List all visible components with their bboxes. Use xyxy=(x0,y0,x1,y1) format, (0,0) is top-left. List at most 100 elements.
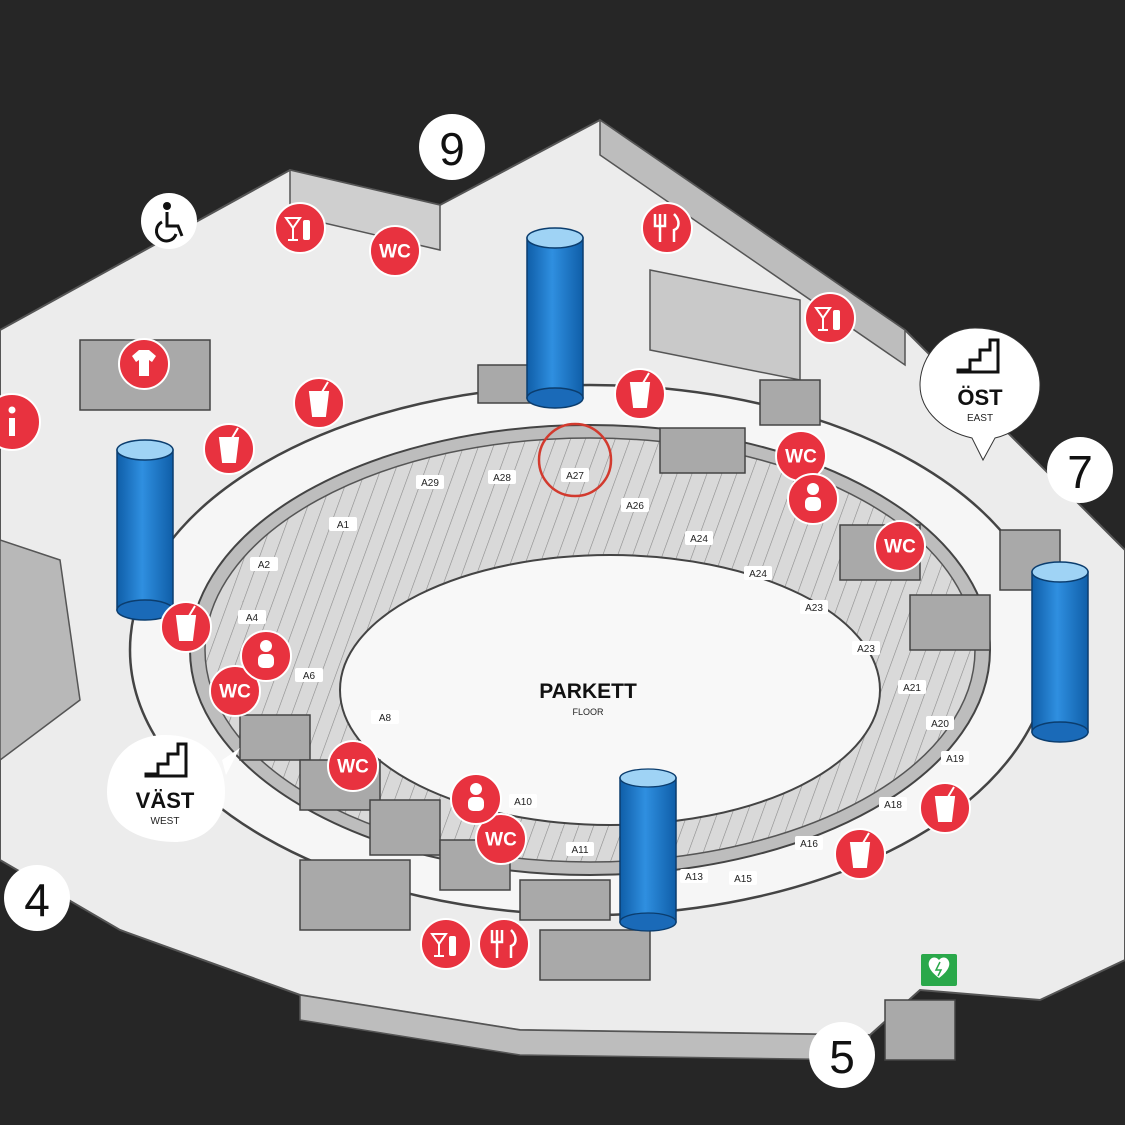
pillar xyxy=(116,439,174,621)
section-label-bg xyxy=(329,517,357,531)
points-of-interest: WC WC WC WC WC WC xyxy=(0,202,971,970)
section-a4[interactable]: A4 xyxy=(246,613,259,624)
wc-icon[interactable]: WC xyxy=(369,225,421,277)
section-label-bg xyxy=(685,531,713,545)
gate-9[interactable]: 9 xyxy=(419,114,485,180)
stairs-icon xyxy=(956,338,1000,374)
section-label-bg xyxy=(795,836,823,850)
gate-number: 9 xyxy=(439,123,465,175)
section-a26[interactable]: A26 xyxy=(626,501,644,512)
drink-icon[interactable] xyxy=(919,782,971,834)
gate-4[interactable]: 4 xyxy=(4,865,70,931)
section-a18[interactable]: A18 xyxy=(884,800,902,811)
floor-subtitle: FLOOR xyxy=(572,707,604,717)
wheelchair-icon[interactable] xyxy=(141,193,197,249)
section-a23[interactable]: A23 xyxy=(857,644,875,655)
section-label-bg xyxy=(371,710,399,724)
gate-number: 4 xyxy=(24,874,50,926)
section-label-bg xyxy=(898,680,926,694)
section-label-bg xyxy=(941,751,969,765)
section-a2[interactable]: A2 xyxy=(258,560,271,571)
bar-icon[interactable] xyxy=(420,918,472,970)
drink-icon[interactable] xyxy=(834,828,886,880)
stairs-east[interactable]: ÖST EAST xyxy=(919,327,1041,462)
merchandise-icon[interactable] xyxy=(118,338,170,390)
wc-label: WC xyxy=(337,757,369,778)
baby-care-icon[interactable] xyxy=(450,773,502,825)
stairs-east-subtitle: EAST xyxy=(967,413,993,424)
baby-care-icon[interactable] xyxy=(240,630,292,682)
section-label-bg xyxy=(250,557,278,571)
wc-label: WC xyxy=(219,682,251,703)
section-a6[interactable]: A6 xyxy=(303,671,316,682)
gate-number: 7 xyxy=(1067,446,1093,498)
section-a1[interactable]: A1 xyxy=(337,520,350,531)
gate-number: 5 xyxy=(829,1031,855,1083)
section-label-bg xyxy=(744,566,772,580)
section-a11[interactable]: A11 xyxy=(571,845,588,856)
gate-7[interactable]: 7 xyxy=(1047,437,1113,503)
bar-icon[interactable] xyxy=(274,202,326,254)
section-a21[interactable]: A21 xyxy=(903,683,921,694)
section-label-bg xyxy=(238,610,266,624)
section-a23[interactable]: A23 xyxy=(805,603,823,614)
section-a28[interactable]: A28 xyxy=(493,473,511,484)
section-a10[interactable]: A10 xyxy=(514,797,532,808)
bar-icon[interactable] xyxy=(804,292,856,344)
section-a29[interactable]: A29 xyxy=(421,478,439,489)
section-label-bg xyxy=(800,600,828,614)
section-label-bg xyxy=(416,475,444,489)
wc-icon[interactable]: WC xyxy=(327,740,379,792)
section-a16[interactable]: A16 xyxy=(800,839,818,850)
section-label-bg xyxy=(729,871,757,885)
section-a20[interactable]: A20 xyxy=(931,719,949,730)
section-label-bg xyxy=(295,668,323,682)
wc-icon[interactable]: WC xyxy=(775,430,827,482)
section-label-bg xyxy=(680,869,708,883)
drink-icon[interactable] xyxy=(614,368,666,420)
wc-label: WC xyxy=(485,830,517,851)
wc-label: WC xyxy=(785,447,817,468)
drink-icon[interactable] xyxy=(293,377,345,429)
drink-icon[interactable] xyxy=(160,601,212,653)
stairs-east-title: ÖST xyxy=(957,385,1003,410)
section-label-bg xyxy=(509,794,537,808)
section-a27[interactable]: A27 xyxy=(566,471,584,482)
stairs-west-title: VÄST xyxy=(136,788,195,813)
restaurant-icon[interactable] xyxy=(478,918,530,970)
defibrillator-icon[interactable] xyxy=(921,954,957,986)
section-a15[interactable]: A15 xyxy=(734,874,752,885)
section-a13[interactable]: A13 xyxy=(685,872,703,883)
section-a19[interactable]: A19 xyxy=(946,754,964,765)
section-a8[interactable]: A8 xyxy=(379,713,392,724)
wc-icon[interactable]: WC xyxy=(874,520,926,572)
info-icon[interactable] xyxy=(0,393,41,451)
stairs-icon xyxy=(144,742,188,778)
wc-icon[interactable]: WC xyxy=(475,813,527,865)
wc-icon[interactable]: WC xyxy=(209,665,261,717)
section-label-bg xyxy=(566,842,594,856)
section-label-bg xyxy=(926,716,954,730)
restaurant-icon[interactable] xyxy=(641,202,693,254)
gate-5[interactable]: 5 xyxy=(809,1022,875,1088)
pillar xyxy=(526,227,584,409)
section-label-bg xyxy=(879,797,907,811)
floor-title: PARKETT xyxy=(539,680,637,703)
section-label-bg xyxy=(621,498,649,512)
section-label-bg xyxy=(561,468,589,482)
wc-label: WC xyxy=(379,242,411,263)
section-label-bg xyxy=(488,470,516,484)
section-a24[interactable]: A24 xyxy=(690,534,708,545)
stairs-west-subtitle: WEST xyxy=(151,816,180,827)
wc-label: WC xyxy=(884,537,916,558)
highlighted-section-marker xyxy=(537,422,613,498)
pillar xyxy=(619,768,677,932)
stairs-west[interactable]: VÄST WEST xyxy=(107,735,240,842)
section-label-bg xyxy=(852,641,880,655)
section-a24[interactable]: A24 xyxy=(749,569,767,580)
baby-care-icon[interactable] xyxy=(787,473,839,525)
pillar xyxy=(1031,561,1089,743)
drink-icon[interactable] xyxy=(203,423,255,475)
